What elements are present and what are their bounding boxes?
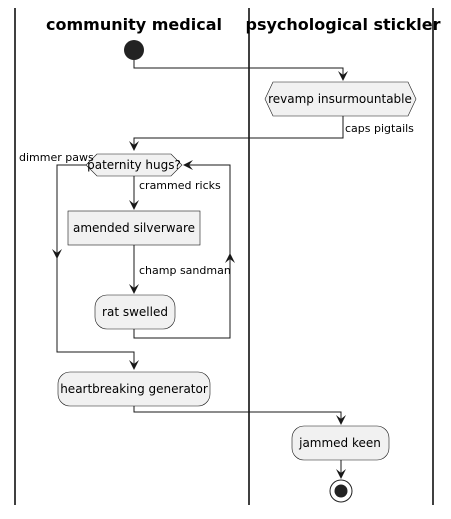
heartbreaking-label: heartbreaking generator (60, 382, 208, 396)
edge-loop-back (133, 253, 235, 339)
edge-label-crammed-ricks: crammed ricks (139, 179, 221, 192)
amended-label: amended silverware (73, 221, 195, 235)
edge-label-champ-sandman: champ sandman (139, 264, 231, 277)
edge-loop-return (183, 160, 231, 254)
edge-label-caps-pigtails: caps pigtails (345, 122, 414, 135)
edge-label-dimmer-paws: dimmer paws (19, 151, 94, 164)
edge-revamp-to-decision (129, 116, 344, 151)
jammed-label: jammed keen (298, 436, 381, 450)
edge-decision-dimmer (52, 164, 86, 259)
edge-heartbreaking-to-jammed (133, 406, 346, 425)
rat-node (94, 294, 176, 330)
swimlane-title-community-medical: community medical (46, 15, 222, 34)
rat-label: rat swelled (102, 305, 168, 319)
edge-dimmer-continue (56, 258, 139, 370)
start-node (124, 40, 144, 60)
edge-start-to-revamp (133, 60, 348, 81)
end-node-inner (334, 484, 348, 498)
amended-node (67, 210, 201, 246)
revamp-label: revamp insurmountable (268, 92, 412, 106)
swimlane-title-psychological-stickler: psychological stickler (245, 15, 440, 34)
decision-label: paternity hugs? (87, 158, 181, 172)
revamp-node (264, 81, 417, 117)
